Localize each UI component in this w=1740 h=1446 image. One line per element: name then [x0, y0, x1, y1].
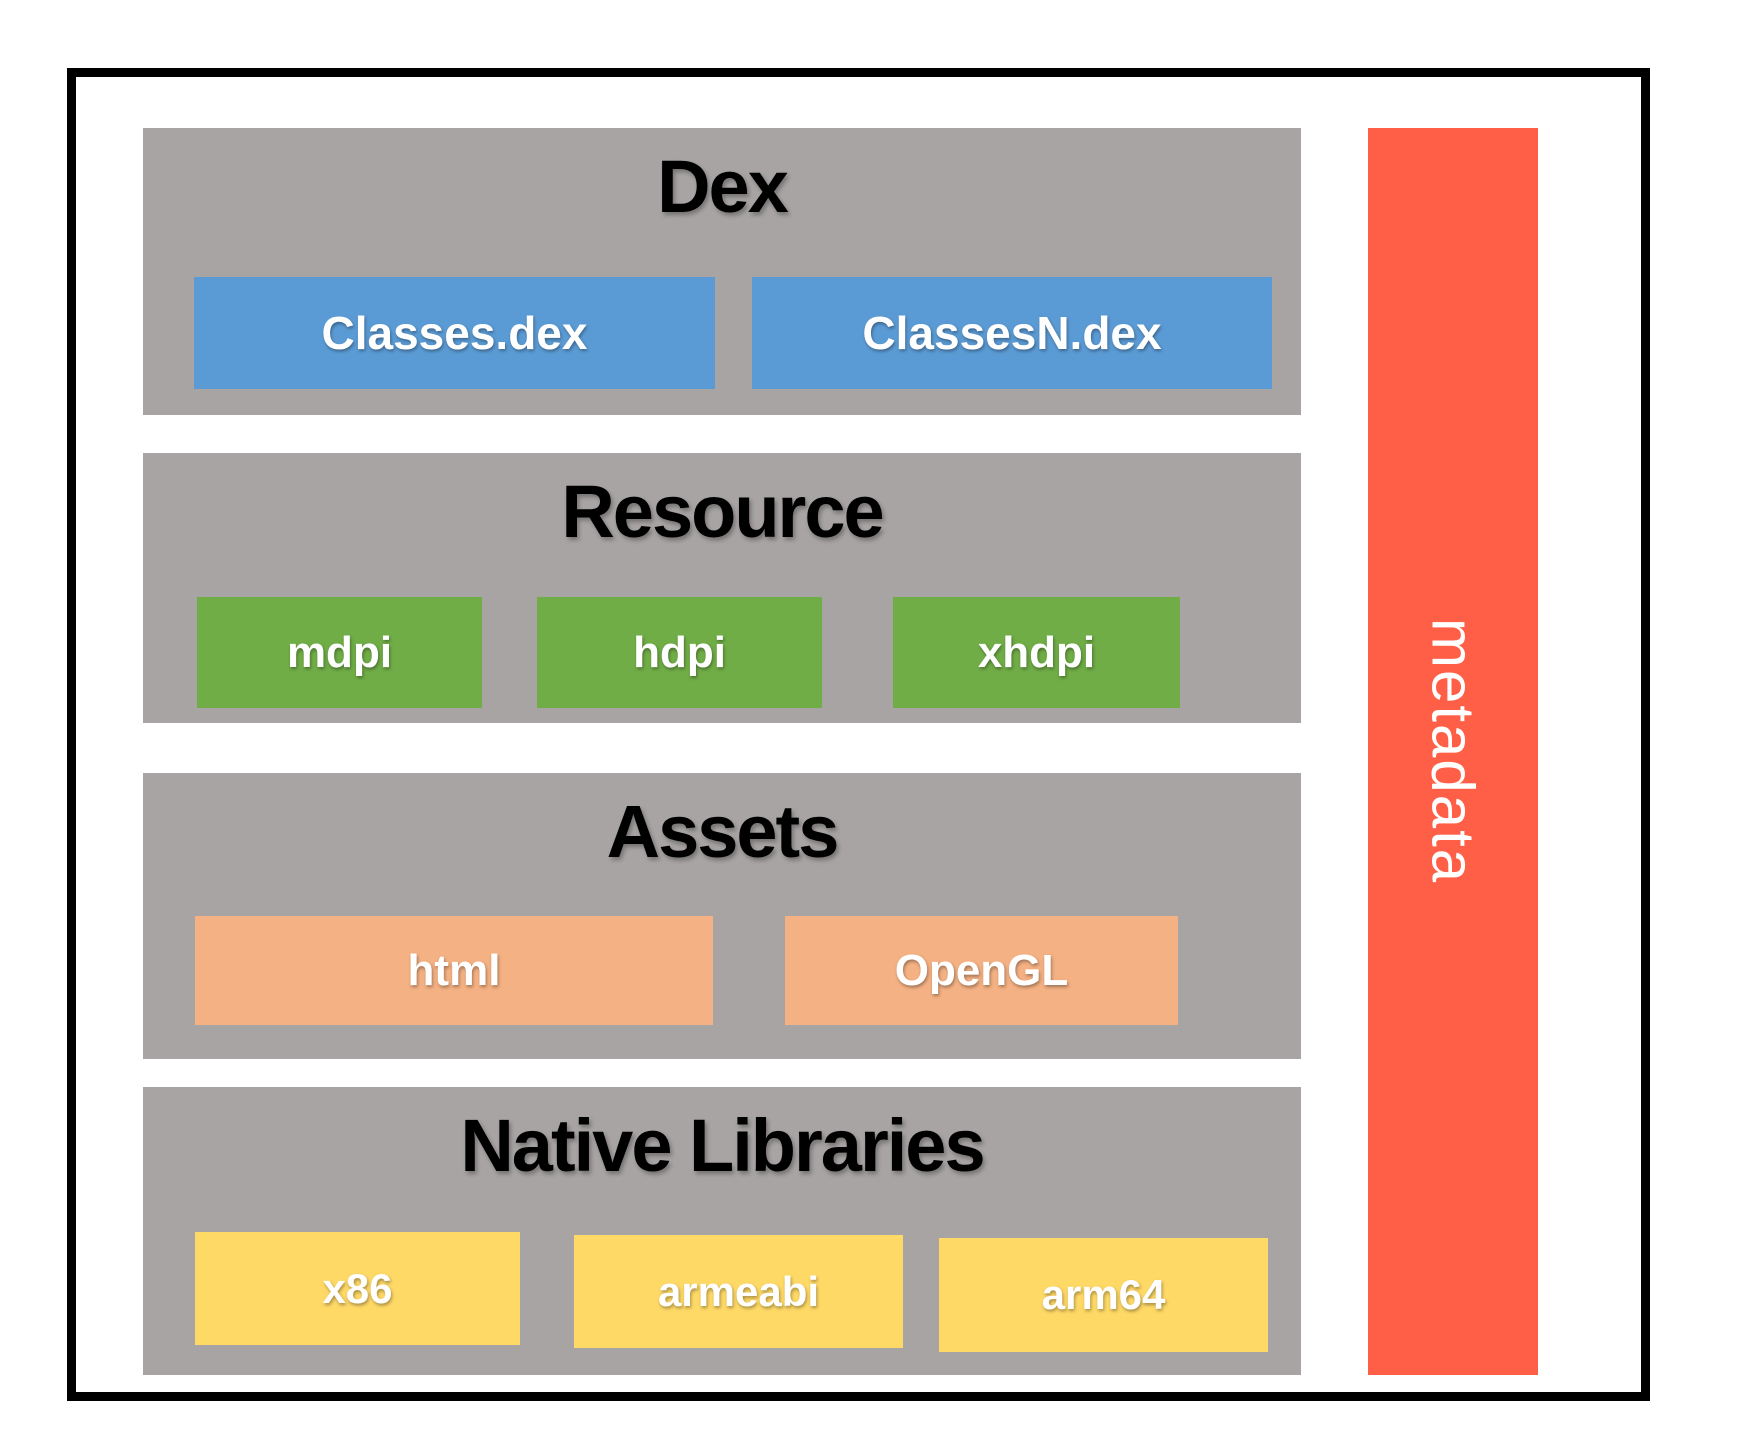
- box-arm64-label: arm64: [1041, 1271, 1166, 1318]
- section-dex: Dex Classes.dex ClassesN.dex: [143, 128, 1301, 415]
- box-html-label: html: [407, 945, 501, 995]
- box-xhdpi: xhdpi: [893, 597, 1180, 708]
- section-resource: Resource mdpi hdpi xhdpi: [143, 453, 1301, 723]
- box-classes-dex-label: Classes.dex: [321, 307, 588, 359]
- section-assets-title: Assets: [606, 790, 840, 873]
- box-classes-dex: Classes.dex: [194, 277, 715, 389]
- metadata-bar-label: metadata: [1419, 618, 1487, 885]
- section-assets: Assets html OpenGL: [143, 773, 1301, 1059]
- section-dex-title: Dex: [657, 145, 789, 228]
- section-native-libraries: Native Libraries x86 armeabi arm64: [143, 1087, 1301, 1375]
- box-classesn-dex: ClassesN.dex: [752, 277, 1272, 389]
- box-x86: x86: [195, 1232, 520, 1345]
- box-opengl: OpenGL: [785, 916, 1178, 1025]
- box-mdpi-label: mdpi: [286, 627, 393, 677]
- box-x86-label: x86: [322, 1264, 393, 1312]
- box-classesn-dex-label: ClassesN.dex: [862, 307, 1162, 359]
- box-hdpi-label: hdpi: [633, 627, 726, 677]
- metadata-bar: metadata: [1368, 128, 1538, 1375]
- box-opengl-label: OpenGL: [894, 945, 1069, 995]
- box-mdpi: mdpi: [197, 597, 482, 708]
- box-armeabi: armeabi: [574, 1235, 903, 1348]
- section-native-libraries-title: Native Libraries: [460, 1104, 985, 1187]
- box-xhdpi-label: xhdpi: [977, 627, 1096, 677]
- box-arm64: arm64: [939, 1238, 1268, 1352]
- box-html: html: [195, 916, 713, 1025]
- box-armeabi-label: armeabi: [657, 1267, 820, 1315]
- section-resource-title: Resource: [561, 470, 884, 553]
- box-hdpi: hdpi: [537, 597, 822, 708]
